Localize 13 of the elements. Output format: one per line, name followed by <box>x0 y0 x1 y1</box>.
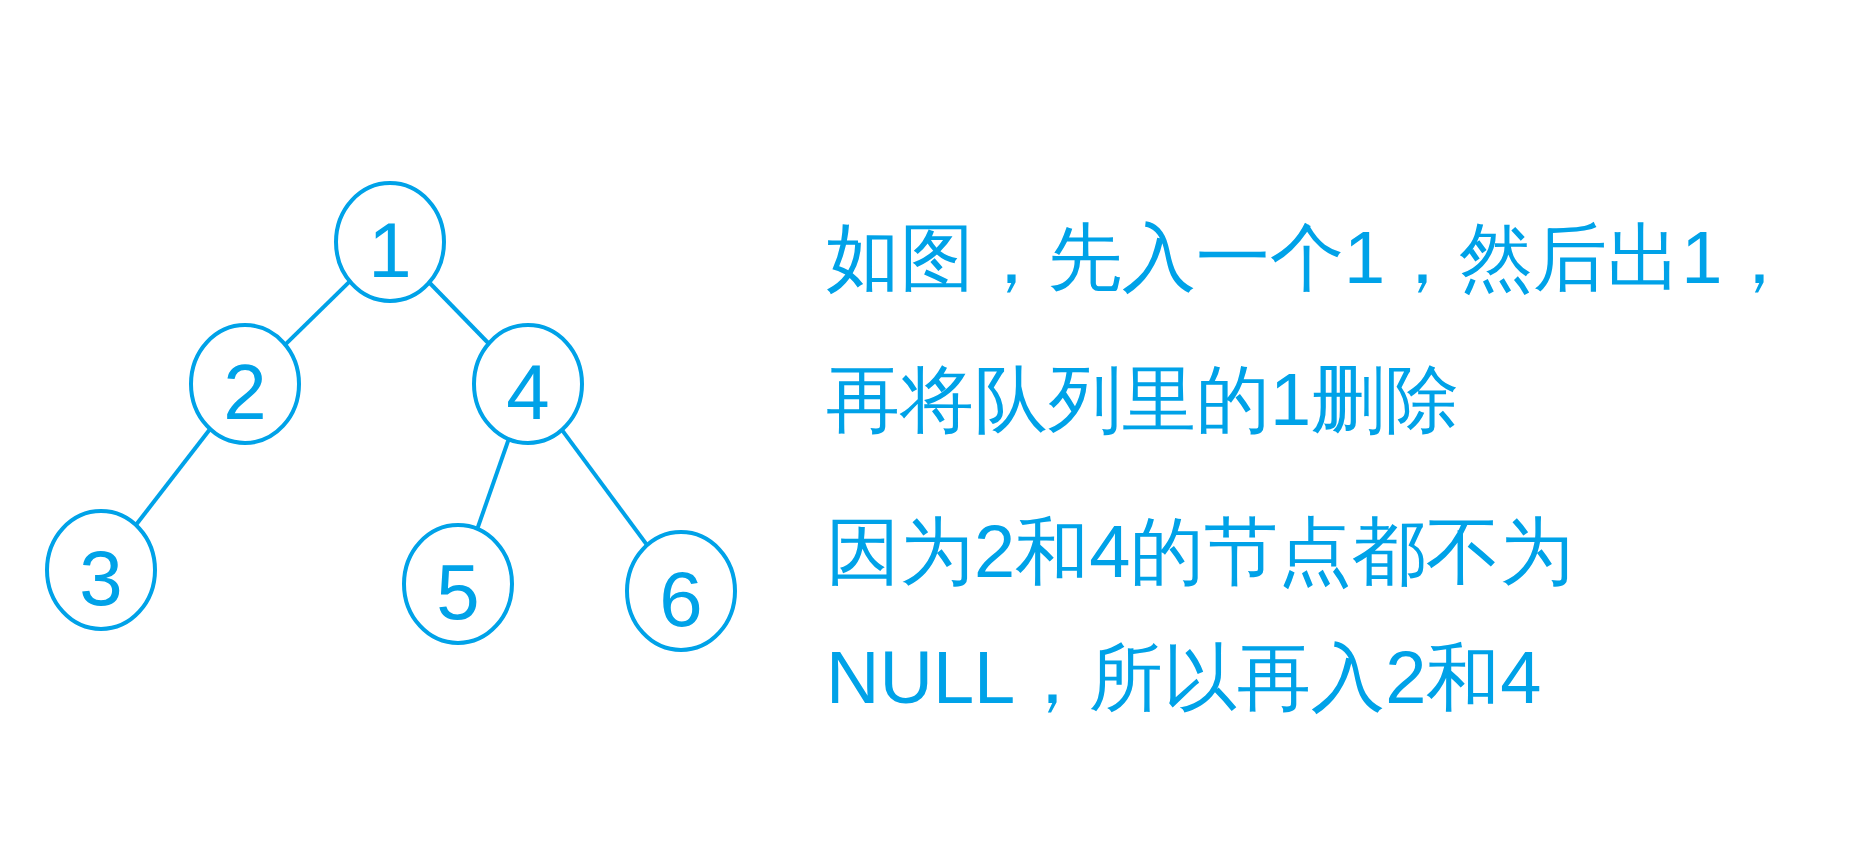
branch-line <box>427 281 491 345</box>
tree-node: 5 <box>402 523 514 645</box>
tree-node: 6 <box>625 530 737 652</box>
branch-line <box>475 438 511 530</box>
explanation-text: 因为2和4的节点都不为NULL，所以再入2和4 <box>826 509 1576 721</box>
branch-line <box>134 427 212 527</box>
tree-node: 1 <box>334 181 446 303</box>
branch-line <box>560 428 649 547</box>
tree-node: 4 <box>472 323 584 445</box>
explanation-text: 如图，先入一个1，然后出1，再将队列里的1删除 <box>826 215 1798 443</box>
branch-line <box>283 279 352 347</box>
tree-node: 2 <box>189 323 301 445</box>
tree-node: 3 <box>45 509 157 631</box>
